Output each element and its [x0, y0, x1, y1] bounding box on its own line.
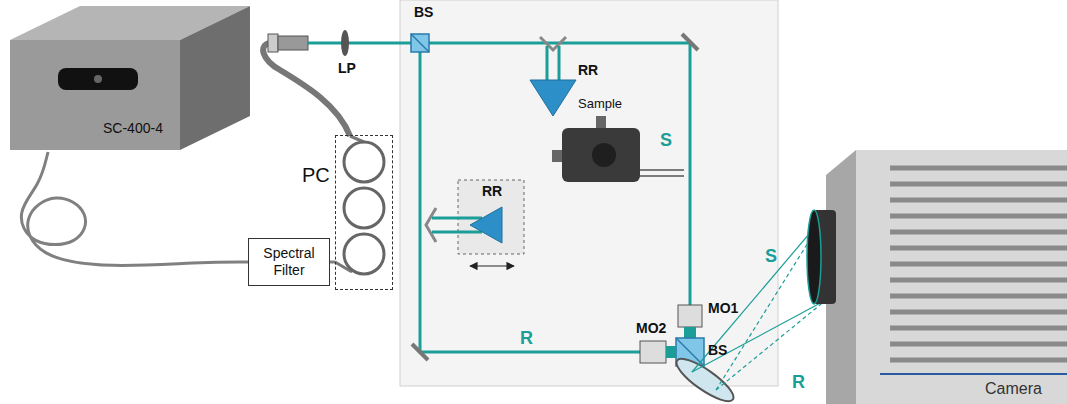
camera-fins	[890, 168, 1067, 360]
mirror-pair	[540, 37, 566, 50]
sample-holder	[562, 128, 640, 182]
beam-fan	[692, 300, 826, 372]
objective	[678, 305, 702, 327]
housing-side	[180, 6, 250, 150]
camera-fin	[890, 358, 1067, 363]
camera-stripe	[880, 373, 1067, 375]
camera-body	[856, 150, 1067, 404]
camera-fin	[890, 310, 1067, 315]
sample-knob	[596, 116, 606, 130]
beam-splitter	[411, 34, 429, 52]
beam-label: S	[660, 130, 672, 151]
camera-fin	[890, 326, 1067, 331]
breadboard	[400, 0, 778, 386]
camera-fin	[890, 214, 1067, 219]
beam	[432, 217, 482, 220]
camera-lens	[807, 210, 821, 304]
fiber-loop	[344, 142, 384, 182]
camera-fin	[890, 230, 1067, 235]
part-label: LP	[338, 60, 356, 76]
fiber-loop	[344, 188, 384, 228]
camera-fin	[890, 166, 1067, 171]
sample-rod	[640, 175, 684, 177]
part-label: RR	[482, 183, 502, 199]
mirror	[671, 352, 738, 404]
beam	[546, 46, 549, 80]
camera-fin	[890, 262, 1067, 267]
polarizer	[341, 30, 349, 56]
objective-tip	[684, 327, 696, 338]
sample-rod	[640, 169, 684, 171]
node-text: Spectral Filter	[253, 245, 325, 279]
collimator	[268, 34, 278, 52]
fiber-connector	[21, 152, 248, 265]
objective	[640, 341, 666, 363]
mirror	[682, 34, 698, 50]
camera-fin	[890, 278, 1067, 283]
beam-splitter	[411, 34, 429, 52]
sample-beam	[308, 43, 690, 305]
collimator	[278, 36, 308, 50]
reference-beam	[420, 52, 640, 352]
polarization-controller: PC	[335, 135, 393, 290]
part-label: BS	[414, 4, 433, 20]
part-label: Sample	[578, 97, 622, 112]
beam	[558, 46, 561, 80]
output-port	[58, 68, 138, 90]
retroreflector	[470, 207, 502, 243]
part-label: MO2	[636, 320, 666, 336]
part-label: MO1	[708, 300, 738, 316]
beam-fan	[692, 214, 826, 372]
node-text: PC	[302, 164, 330, 187]
beam	[432, 231, 482, 234]
beam-label: R	[520, 328, 533, 349]
fiber	[263, 43, 350, 136]
camera-fin	[890, 182, 1067, 187]
beam-label: S	[765, 246, 777, 267]
sample-knob	[552, 150, 562, 162]
objective-tip	[666, 346, 676, 358]
housing-front	[10, 40, 180, 150]
node-text: SC-400-4	[103, 120, 163, 136]
fiber-loop	[344, 234, 384, 274]
camera-fin	[890, 198, 1067, 203]
mirror	[412, 344, 428, 360]
laser-source: SC-400-4	[8, 4, 252, 152]
retroreflector	[530, 80, 576, 116]
camera-fin	[890, 294, 1067, 299]
camera-fin	[890, 342, 1067, 347]
camera-fin	[890, 246, 1067, 251]
part-label: BS	[708, 342, 727, 358]
device-label: Camera	[985, 380, 1042, 398]
beam-label: R	[792, 372, 805, 393]
mirror-pair	[426, 208, 436, 242]
part-label: RR	[578, 62, 598, 78]
output-port	[94, 75, 102, 83]
motion-arrow	[470, 265, 514, 266]
filter-box: Spectral Filter	[248, 238, 330, 286]
sample-holder	[592, 143, 616, 167]
